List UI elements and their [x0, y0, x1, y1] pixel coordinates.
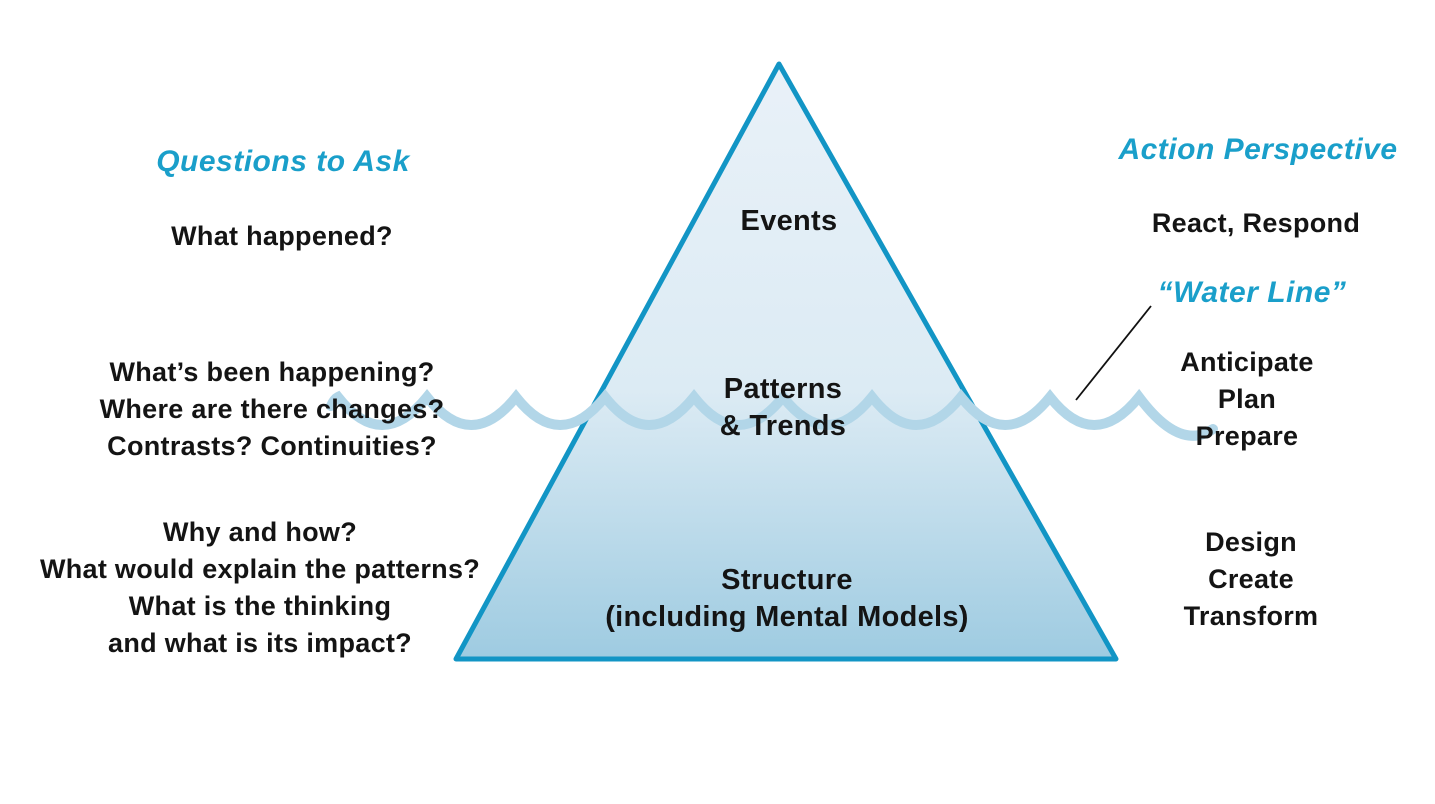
action-line: Prepare: [1195, 421, 1299, 451]
action-level1: React, Respond: [1151, 208, 1361, 238]
action-line: Create: [1208, 564, 1294, 594]
question-line: What would explain the patterns?: [39, 554, 481, 584]
action-level2: Anticipate Plan Prepare: [1180, 344, 1314, 455]
iceberg-label-line: Structure: [721, 564, 853, 596]
iceberg-label-line: & Trends: [719, 410, 847, 442]
action-line: Transform: [1183, 601, 1319, 631]
action-line: Anticipate: [1180, 347, 1314, 377]
question-line: Contrasts? Continuities?: [107, 431, 437, 461]
iceberg-label-line: (including Mental Models): [605, 601, 969, 633]
iceberg-level-events: Events: [740, 205, 838, 237]
iceberg-level-patterns: Patterns & Trends: [720, 371, 847, 445]
question-line: and what is its impact?: [108, 628, 412, 658]
question-level2: What’s been happening? Where are there c…: [100, 354, 445, 465]
action-level3: Design Create Transform: [1184, 524, 1319, 635]
actions-heading: Action Perspective: [1118, 133, 1398, 166]
water-line-pointer: [1075, 305, 1152, 401]
water-line-label: “Water Line”: [1157, 276, 1347, 309]
question-line: Where are there changes?: [99, 394, 445, 424]
iceberg-triangle: [453, 61, 1119, 662]
water-line-wave: [326, 388, 1218, 441]
question-line: What’s been happening?: [109, 357, 435, 387]
question-line: What is the thinking: [128, 591, 392, 621]
question-line: Why and how?: [162, 517, 358, 547]
questions-heading: Questions to Ask: [156, 145, 410, 178]
action-line: Design: [1205, 527, 1297, 557]
iceberg-level-structure: Structure (including Mental Models): [605, 562, 969, 636]
iceberg-label-line: Patterns: [723, 373, 843, 405]
question-level3: Why and how? What would explain the patt…: [40, 514, 480, 662]
action-line: Plan: [1217, 384, 1277, 414]
question-level1: What happened?: [171, 221, 393, 251]
